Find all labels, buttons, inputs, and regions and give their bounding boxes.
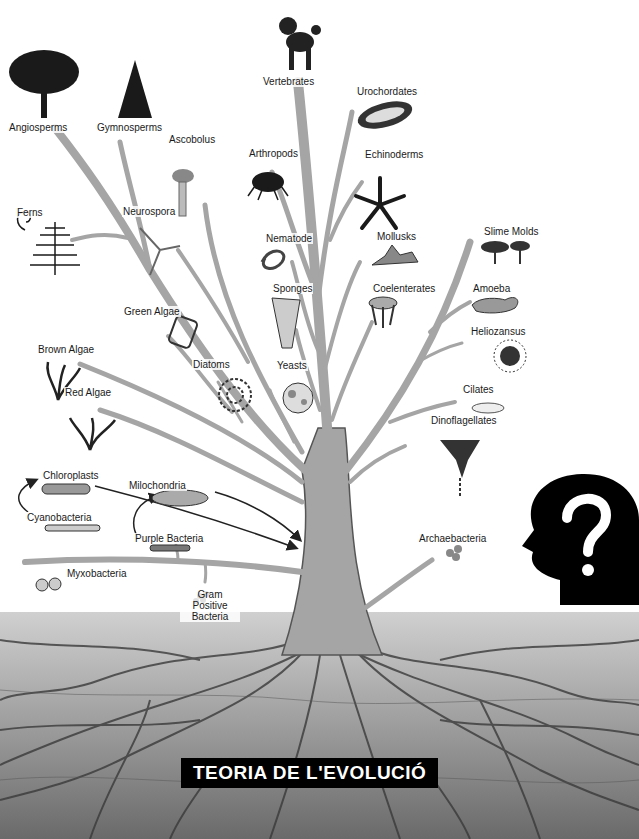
taxon-label: Angiosperms — [8, 122, 68, 133]
taxon-label: Green Algae — [123, 306, 181, 317]
taxon-label: Cyanobacteria — [26, 512, 92, 523]
taxon-label: Gram Positive Bacteria — [180, 589, 240, 622]
taxon-label: Vertebrates — [262, 76, 315, 87]
title-band: TEORIA DE L'EVOLUCIÓ — [181, 758, 438, 788]
taxon-label: Nematode — [265, 233, 313, 244]
taxon-label: Coelenterates — [372, 283, 436, 294]
taxon-label: Brown Algae — [37, 344, 95, 355]
taxon-label: Gymnosperms — [96, 122, 163, 133]
taxon-label: Dinoflagellates — [430, 415, 498, 426]
taxon-label: Cilates — [462, 384, 495, 395]
taxon-label: Chloroplasts — [42, 470, 100, 481]
taxon-label: Ascobolus — [168, 134, 216, 145]
taxon-label: Mollusks — [376, 231, 417, 242]
title: TEORIA DE L'EVOLUCIÓ — [193, 762, 426, 783]
taxon-label: Echinoderms — [364, 149, 424, 160]
symbiosis-arrows — [19, 480, 300, 548]
taxon-label: Purple Bacteria — [134, 533, 204, 544]
organism-icons — [9, 17, 530, 604]
taxon-label: Diatoms — [192, 359, 231, 370]
taxon-label: Amoeba — [472, 283, 511, 294]
roots — [0, 640, 639, 839]
taxon-label: Heliozansus — [470, 326, 526, 337]
taxon-label: Ferns — [16, 207, 44, 218]
taxon-label: Slime Molds — [483, 226, 539, 237]
taxon-label: Neurospora — [122, 206, 176, 217]
taxon-label: Yeasts — [276, 360, 308, 371]
taxon-label: Archaebacteria — [418, 533, 487, 544]
taxon-label: Sponges — [272, 283, 313, 294]
taxon-label: Milochondria — [128, 480, 187, 491]
taxon-label: Myxobacteria — [66, 568, 127, 579]
branches — [25, 82, 470, 610]
taxon-label: Arthropods — [248, 148, 299, 159]
taxon-label: Red Algae — [64, 387, 112, 398]
thinking-head — [522, 474, 639, 605]
taxon-label: Urochordates — [356, 86, 418, 97]
